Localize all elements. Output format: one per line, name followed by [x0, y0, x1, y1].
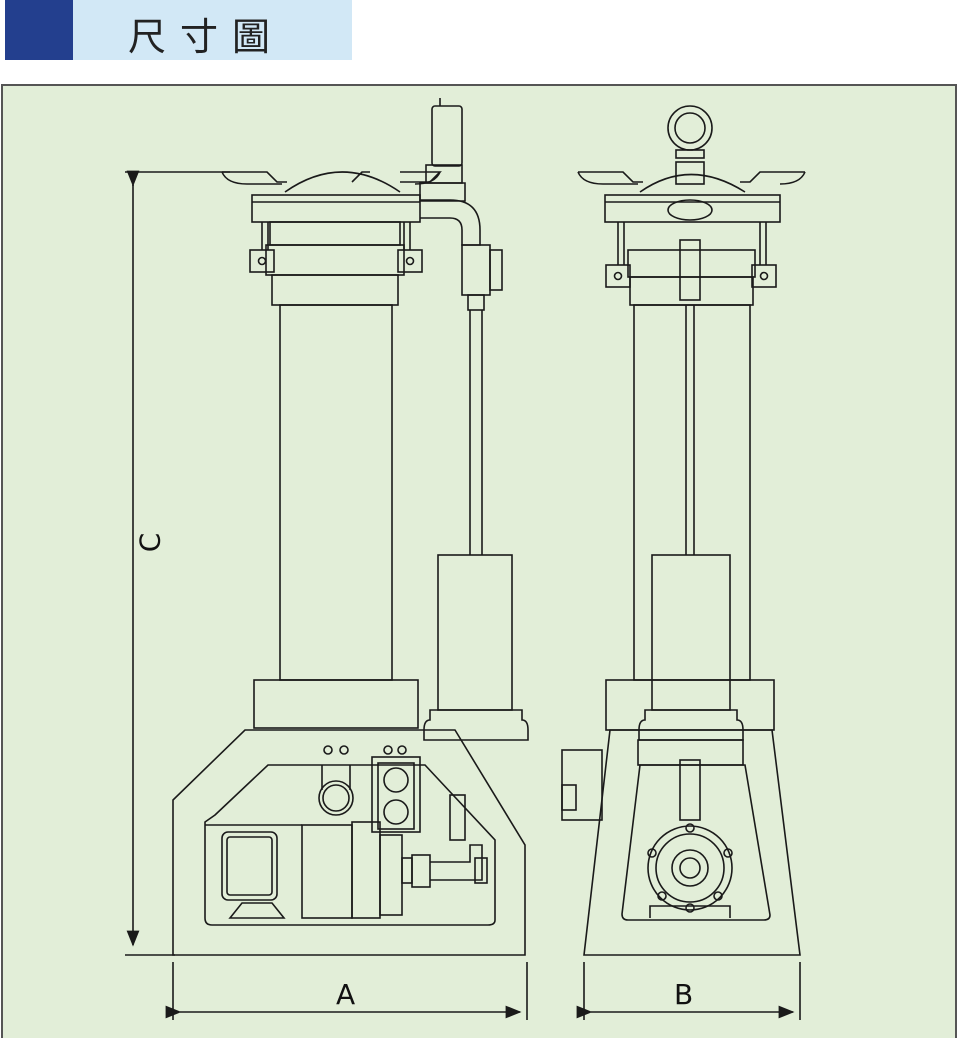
dimension-a [165, 962, 528, 1020]
dimension-c [125, 170, 230, 956]
front-view-filter-unit [561, 105, 806, 956]
side-view-filter-unit [172, 98, 529, 956]
dimension-label-b: B [674, 978, 694, 1011]
dimension-label-a: A [336, 978, 356, 1011]
dimension-label-c: C [133, 532, 167, 553]
page-title: 尺寸圖 [128, 15, 285, 59]
drawing-panel [1, 84, 957, 1038]
dimension-b [576, 962, 801, 1020]
header-bar [73, 0, 352, 60]
header-accent-block [5, 0, 73, 60]
